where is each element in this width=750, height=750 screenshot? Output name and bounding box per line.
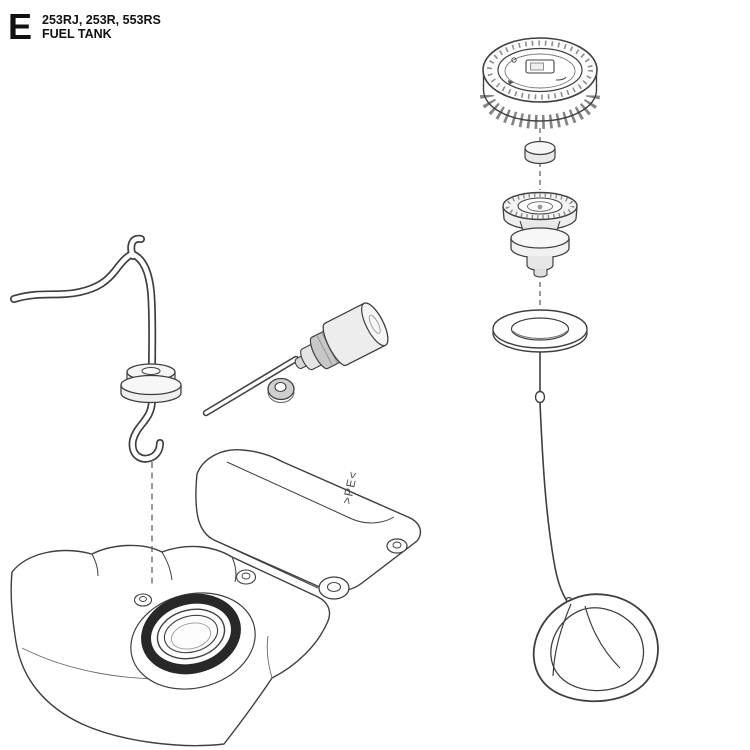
- section-letter: E: [8, 6, 33, 47]
- diagram-title: FUEL TANK: [42, 27, 112, 42]
- tank-bushing-drawing: [120, 363, 182, 404]
- diagram-header: E 253RJ, 253R, 553RS FUEL TANK: [8, 6, 161, 47]
- cap-retainer-strap-drawing: [532, 352, 659, 703]
- tank-filler-neck: [130, 592, 256, 690]
- tank-material-engraving: >PE<: [340, 469, 361, 505]
- fuel-tank-drawing: >PE<: [10, 449, 422, 747]
- grommet-drawing: [267, 377, 295, 403]
- fuel-line-assembly-drawing: [10, 234, 164, 463]
- cap-seal-drawing: [524, 140, 556, 165]
- gasket-drawing: [492, 309, 588, 353]
- model-numbers: 253RJ, 253R, 553RS: [42, 13, 161, 27]
- tank-vent-valve-drawing: [502, 191, 578, 278]
- header-text: 253RJ, 253R, 553RS FUEL TANK: [42, 12, 161, 42]
- fuel-cap-drawing: [480, 37, 600, 129]
- fuel-filter-drawing: [202, 302, 389, 417]
